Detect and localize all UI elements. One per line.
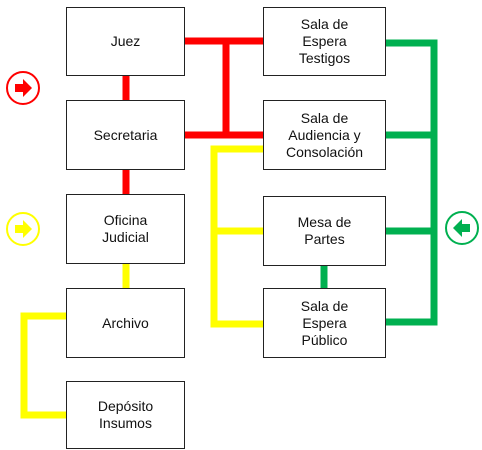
box-archivo: Archivo xyxy=(66,288,185,358)
box-sala-audiencia: Sala de Audiencia y Consolación xyxy=(263,100,386,170)
box-mesa-de-partes: Mesa de Partes xyxy=(263,196,386,266)
box-oficina-judicial-label: Oficina Judicial xyxy=(102,212,149,245)
box-mesa-de-partes-label: Mesa de Partes xyxy=(297,214,352,247)
box-sala-espera-testigos-label: Sala de Espera Testigos xyxy=(298,16,351,66)
left-arrow-icon-glyph xyxy=(453,219,470,237)
box-sala-audiencia-label: Sala de Audiencia y Consolación xyxy=(285,109,364,160)
right-arrow-icon xyxy=(6,212,40,246)
box-oficina-judicial: Oficina Judicial xyxy=(66,194,185,264)
yellow-connector xyxy=(20,312,70,419)
right-arrow-icon-glyph xyxy=(15,220,32,238)
box-secretaria-label: Secretaria xyxy=(93,126,158,143)
box-juez-label: Juez xyxy=(110,33,141,49)
red-connectors xyxy=(122,37,267,198)
left-arrow-icon xyxy=(445,211,479,245)
box-deposito-insumos: Depósito Insumos xyxy=(66,381,185,449)
box-secretaria: Secretaria xyxy=(66,100,185,170)
green-connectors xyxy=(320,39,438,326)
box-sala-espera-publico-label: Sala de Espera Público xyxy=(300,297,349,348)
yellow-connectors xyxy=(20,145,267,419)
box-sala-espera-testigos: Sala de Espera Testigos xyxy=(263,7,386,76)
right-arrow-icon-glyph xyxy=(15,79,32,97)
box-archivo-label: Archivo xyxy=(102,314,149,331)
right-arrow-icon xyxy=(6,71,40,105)
box-sala-espera-publico: Sala de Espera Público xyxy=(263,288,386,358)
box-juez: Juez xyxy=(66,7,185,76)
box-deposito-insumos-label: Depósito Insumos xyxy=(97,398,154,431)
